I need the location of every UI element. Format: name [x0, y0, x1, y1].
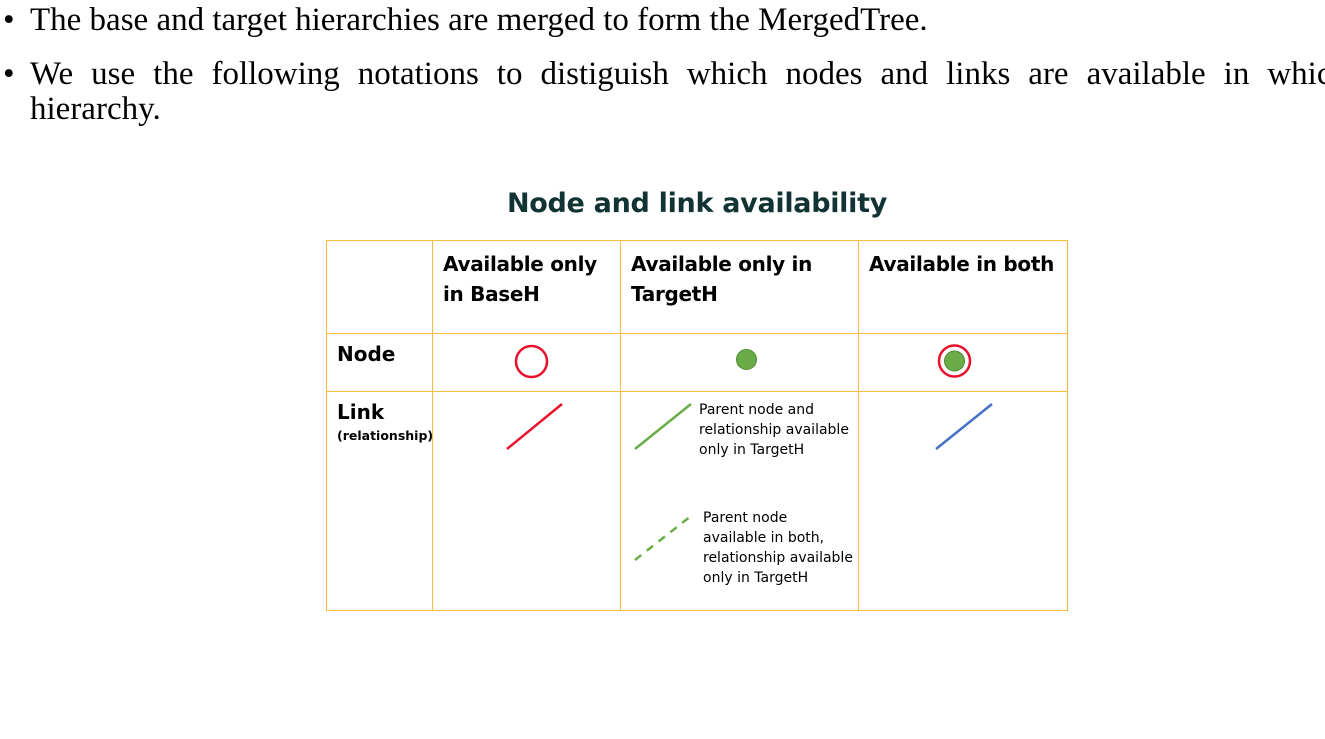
header-both: Available in both — [869, 252, 1055, 276]
green-dot-icon — [736, 349, 757, 370]
row-label-link: Link — [337, 400, 385, 424]
availability-table: Available only in BaseH Available only i… — [326, 240, 1068, 611]
green-link-symbols — [634, 403, 692, 561]
bullet-item: • We use the following notations to dist… — [0, 57, 1325, 127]
header-cell-base: Available only in BaseH — [432, 240, 621, 334]
red-solid-line — [506, 403, 563, 450]
row-sublabel-link: (relationship) — [337, 428, 434, 443]
bullet-symbol: • — [3, 56, 15, 92]
link-cell-target: Parent node and relationship available o… — [620, 391, 859, 611]
node-cell-both — [858, 333, 1068, 392]
green-dot-in-red-ring-icon — [937, 344, 972, 378]
bullet-text: The base and target hierarchies are merg… — [30, 2, 928, 38]
node-cell-target — [620, 333, 859, 392]
green-dashed-line — [634, 515, 692, 561]
header-target: Available only in TargetH — [631, 252, 813, 306]
target-dashed-link-note: Parent node available in both, relations… — [703, 510, 853, 586]
table-title: Node and link availability — [506, 188, 887, 219]
bullet-symbol: • — [3, 2, 15, 38]
node-cell-base — [432, 333, 621, 392]
target-solid-link-note: Parent node and relationship available o… — [699, 402, 849, 458]
link-cell-base — [432, 391, 621, 611]
blue-solid-line — [935, 403, 993, 450]
row-label-cell: Node — [326, 333, 433, 392]
header-cell-empty — [326, 240, 433, 334]
header-cell-target: Available only in TargetH — [620, 240, 859, 334]
row-label-cell: Link (relationship) — [326, 391, 434, 611]
header-cell-both: Available in both — [858, 240, 1068, 334]
green-solid-line — [634, 403, 692, 450]
table-row-link: Link (relationship) Parent node and rela… — [326, 391, 1068, 611]
bullet-item: • The base and target hierarchies are me… — [0, 3, 1325, 38]
row-label-node: Node — [337, 342, 396, 366]
table-header-row: Available only in BaseH Available only i… — [326, 240, 1068, 334]
bullet-text: We use the following notations to distig… — [30, 56, 1325, 127]
header-base: Available only in BaseH — [443, 252, 597, 306]
table-row-node: Node — [326, 333, 1068, 392]
link-cell-both — [858, 391, 1068, 611]
red-ring-icon — [514, 344, 549, 379]
